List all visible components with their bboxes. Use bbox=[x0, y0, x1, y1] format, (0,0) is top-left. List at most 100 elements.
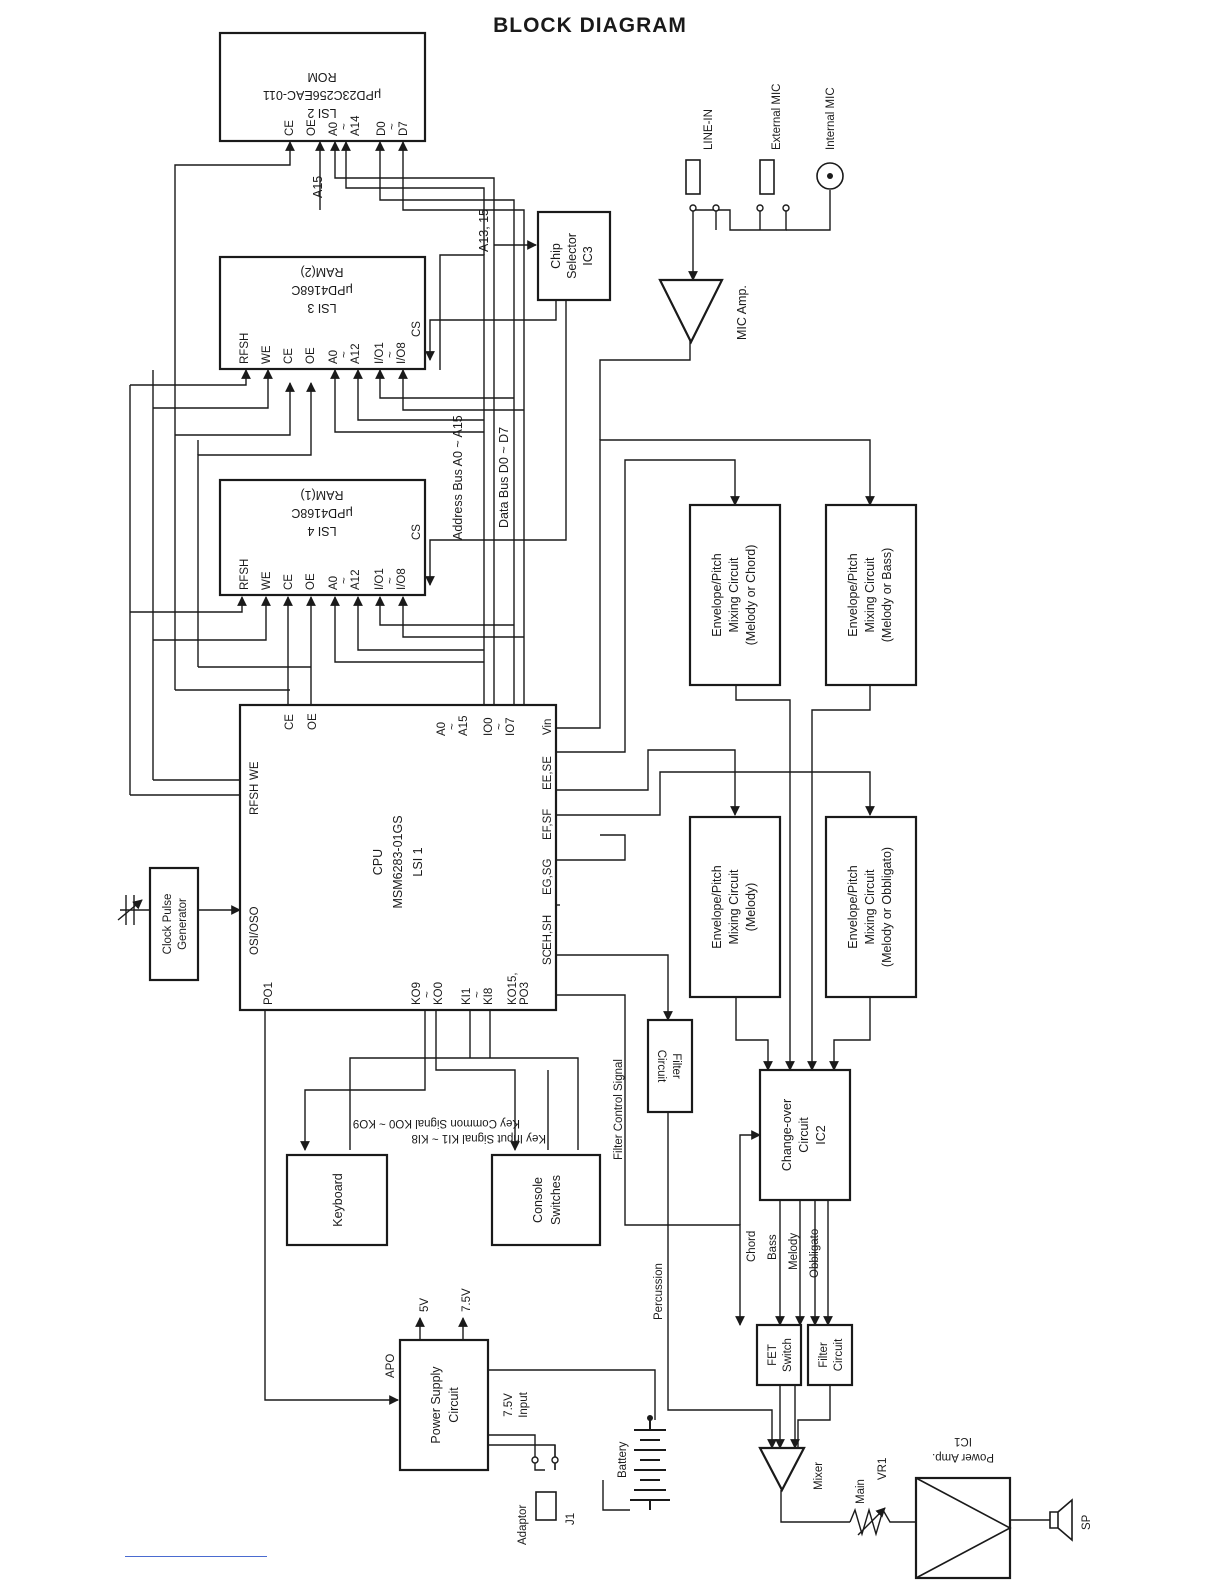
filter-circuit-1-block: Filter Circuit bbox=[646, 1018, 694, 1114]
cpu-pin-ee-se: EE,SE bbox=[542, 756, 554, 790]
cpu-pin-ko0: KO0 bbox=[433, 982, 445, 1005]
filter1-line2: Circuit bbox=[655, 1050, 667, 1083]
clock-pulse-generator-block: Clock Pulse Generator bbox=[117, 866, 200, 982]
changeover-line2: Circuit bbox=[797, 1117, 811, 1153]
clock-line2: Generator bbox=[177, 898, 189, 950]
ram2-pin-ce: CE bbox=[283, 348, 295, 364]
power-supply-line2: Circuit bbox=[447, 1387, 461, 1423]
ram2-pin-a0: A0 bbox=[328, 350, 340, 364]
keyboard-block: Keyboard bbox=[285, 1153, 389, 1247]
env2-line3: (Melody or Bass) bbox=[880, 548, 894, 642]
rom-line2: μPD23C256EAC-011 bbox=[263, 88, 381, 102]
a15-label: A15 bbox=[311, 176, 325, 198]
cpu-pin-sc: SC bbox=[542, 949, 554, 965]
env2-line2: Mixing Circuit bbox=[863, 557, 877, 633]
env2-line1: Envelope/Pitch bbox=[846, 553, 860, 636]
envelope-melody-block: Envelope/Pitch Mixing Circuit (Melody) bbox=[688, 815, 782, 999]
rom-line3: ROM bbox=[307, 70, 336, 84]
cpu-pin-we: WE bbox=[249, 761, 261, 780]
mixer-label: Mixer bbox=[813, 1462, 825, 1490]
fet-line2: Switch bbox=[782, 1338, 794, 1372]
cpu-pin-io7: IO7 bbox=[505, 717, 517, 736]
cpu-pin-oe: OE bbox=[307, 713, 319, 730]
rom-pin-ce: CE bbox=[284, 120, 296, 136]
ram1-lsi4-block: LSI 4 μPD4168C RAM(1) RFSH WE CE OE A0 ~… bbox=[218, 478, 427, 597]
ram2-pin-tilde2: ~ bbox=[385, 351, 397, 358]
cpu-lsi1-block: CPU MSM6283-01GS LSI 1 RFSH WE CE OE A0 … bbox=[238, 703, 558, 1012]
ram1-pin-a12: A12 bbox=[350, 570, 362, 590]
cpu-pin-tilde-io: ~ bbox=[494, 723, 506, 730]
battery-adaptor: Battery Adaptor J1 bbox=[517, 1415, 670, 1545]
ram2-pin-we: WE bbox=[261, 345, 273, 364]
rom-pin-oe: OE bbox=[306, 119, 318, 136]
ram2-pin-oe: OE bbox=[305, 347, 317, 364]
cpu-pin-ko15: KO15, bbox=[507, 972, 519, 1005]
filter2-line2: Circuit bbox=[833, 1338, 845, 1371]
ram1-pin-io1: I/O1 bbox=[374, 568, 386, 590]
env3-line3: (Melody) bbox=[744, 883, 758, 932]
cpu-pin-po1: PO1 bbox=[263, 982, 275, 1005]
mixer: Mixer Main VR1 bbox=[758, 1446, 889, 1504]
fet-switch-block: FET Switch bbox=[755, 1323, 803, 1387]
battery-label: Battery bbox=[617, 1441, 629, 1478]
console-line2: Switches bbox=[549, 1175, 563, 1225]
changeover-line3: IC2 bbox=[814, 1125, 828, 1145]
cpu-pin-tilde-ki: ~ bbox=[472, 991, 484, 998]
5v-label: 5V bbox=[419, 1298, 431, 1312]
fet-line1: FET bbox=[767, 1344, 779, 1366]
console-switches-block: Console Switches bbox=[490, 1153, 602, 1247]
rom-lsi2-block: LSI 2 μPD23C256EAC-011 ROM CE OE A0 ~ A1… bbox=[218, 31, 427, 143]
filter2-line1: Filter bbox=[818, 1342, 830, 1368]
power-supply-block: Power Supply Circuit 5V 7.5V APO 7.5V In… bbox=[385, 1288, 530, 1472]
cpu-pin-ki8: KI8 bbox=[483, 988, 495, 1005]
mic-amp-label: MIC Amp. bbox=[735, 285, 749, 340]
ram1-line1: LSI 4 bbox=[307, 524, 336, 538]
internal-mic-label: Internal MIC bbox=[825, 87, 837, 150]
chord-label: Chord bbox=[746, 1231, 758, 1262]
route-labels: Filter Control Signal Percussion Chord B… bbox=[353, 1059, 821, 1320]
cpu-pin-ef-sf: EF,SF bbox=[542, 809, 554, 840]
filter1-line1: Filter bbox=[670, 1053, 682, 1079]
power-amp-block: Power Amp. IC1 SP bbox=[914, 1435, 1093, 1580]
ram2-line1: LSI 3 bbox=[307, 301, 336, 315]
ram1-pin-a0: A0 bbox=[328, 576, 340, 590]
env1-line3: (Melody or Chord) bbox=[744, 545, 758, 646]
clock-line1: Clock Pulse bbox=[162, 894, 174, 955]
ram2-pin-rfsh: RFSH bbox=[239, 333, 251, 364]
changeover-circuit-block: Change-over Circuit IC2 bbox=[758, 1068, 852, 1202]
chip-selector-line2: Selector bbox=[565, 233, 579, 279]
key-input-label: Key Input Signal KI1 ~ KI8 bbox=[411, 1132, 546, 1144]
rom-line1: LSI 2 bbox=[307, 106, 336, 120]
ram1-pin-io8: I/O8 bbox=[396, 568, 408, 590]
filter-circuit-2-block: Filter Circuit bbox=[806, 1323, 854, 1387]
mic-amp: MIC Amp. LINE-IN External MIC Internal M… bbox=[658, 84, 844, 345]
env4-line2: Mixing Circuit bbox=[863, 869, 877, 945]
cpu-pin-io0: IO0 bbox=[483, 717, 495, 736]
ram1-pin-tilde: ~ bbox=[339, 577, 351, 584]
vr1-label: VR1 bbox=[877, 1458, 889, 1480]
ram1-pin-oe: OE bbox=[305, 573, 317, 590]
ram1-line2: μPD4168C bbox=[291, 506, 352, 520]
percussion-label: Percussion bbox=[653, 1263, 665, 1320]
ram2-lsi3-block: LSI 3 μPD4168C RAM(2) RFSH WE CE OE A0 ~… bbox=[218, 255, 427, 371]
ram2-pin-io1: I/O1 bbox=[374, 342, 386, 364]
a13-15-label: A13, 15 bbox=[477, 209, 491, 252]
7-5v-label: 7.5V bbox=[461, 1288, 473, 1312]
env1-line2: Mixing Circuit bbox=[727, 557, 741, 633]
divider-line bbox=[125, 1556, 267, 1557]
melody-label: Melody bbox=[788, 1233, 800, 1270]
ram1-pin-cs: CS bbox=[411, 524, 423, 540]
rom-pin-tilde: ~ bbox=[339, 123, 351, 130]
cpu-pin-po3: PO3 bbox=[519, 982, 531, 1005]
cpu-pin-vin: Vin bbox=[542, 719, 554, 735]
chip-selector-line3: IC3 bbox=[581, 246, 595, 266]
line-in-label: LINE-IN bbox=[703, 109, 715, 150]
page-title: BLOCK DIAGRAM bbox=[493, 14, 687, 37]
rom-pin-a0: A0 bbox=[328, 122, 340, 136]
power-amp-line2: IC1 bbox=[954, 1435, 972, 1447]
j1-label: J1 bbox=[565, 1513, 577, 1525]
power-supply-line1: Power Supply bbox=[429, 1366, 443, 1444]
cpu-pin-osi-oso: OSI/OSO bbox=[249, 906, 261, 955]
cpu-pin-tilde-ko: ~ bbox=[422, 991, 434, 998]
